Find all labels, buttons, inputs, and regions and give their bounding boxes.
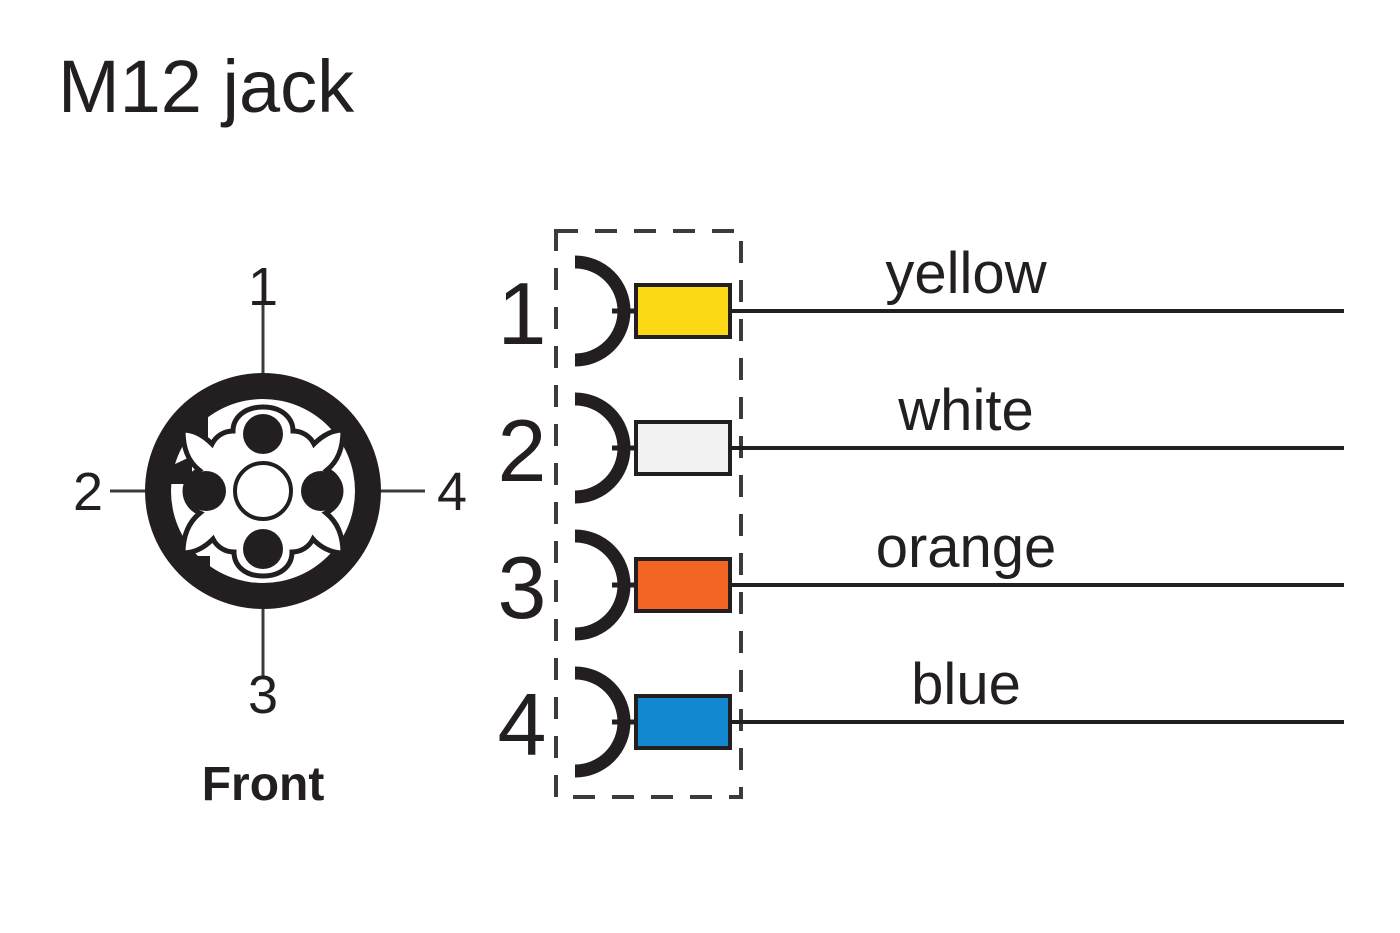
- wiring-schematic-group: 1 yellow 2 white 3: [498, 229, 1344, 799]
- wire-row-2[interactable]: 2 white: [498, 378, 1344, 504]
- wire-row-4[interactable]: 4 blue: [498, 652, 1344, 778]
- shell-keyway-notch-left: [171, 456, 192, 484]
- pin-contact-3[interactable]: [243, 529, 283, 569]
- pin-contact-4[interactable]: [301, 471, 341, 511]
- wire-color-swatch-3[interactable]: [634, 557, 732, 613]
- wire-color-label-4: blue: [911, 652, 1021, 717]
- front-pin-number-3: 3: [248, 665, 278, 725]
- wire-color-label-3: orange: [876, 515, 1057, 580]
- front-pin-number-2: 2: [73, 462, 103, 522]
- connector-boundary-dashed-box: [554, 229, 743, 799]
- front-pin-number-1: 1: [248, 257, 278, 317]
- wire-row-3[interactable]: 3 orange: [498, 515, 1344, 641]
- pin-contact-2[interactable]: [186, 471, 226, 511]
- shell-keyway-notch-lower-left: [176, 556, 210, 580]
- wire-row-1[interactable]: 1 yellow: [498, 241, 1344, 367]
- front-view-group: 1 2 3 4 Front: [73, 257, 467, 811]
- schematic-pin-number-4: 4: [498, 675, 547, 774]
- schematic-pin-number-1: 1: [498, 264, 547, 363]
- wire-color-swatch-4[interactable]: [634, 694, 732, 750]
- wire-color-label-2: white: [897, 378, 1033, 443]
- page-title: M12 jack: [58, 45, 355, 128]
- connector-center-hole: [233, 461, 293, 521]
- wire-color-swatch-2[interactable]: [634, 420, 732, 476]
- front-pin-number-4: 4: [437, 462, 467, 522]
- schematic-pin-number-3: 3: [498, 538, 547, 637]
- schematic-pin-number-2: 2: [498, 401, 547, 500]
- wire-color-label-1: yellow: [885, 241, 1047, 306]
- front-view-label: Front: [202, 758, 325, 811]
- pin-contact-1[interactable]: [243, 414, 283, 454]
- wire-color-swatch-1[interactable]: [634, 283, 732, 339]
